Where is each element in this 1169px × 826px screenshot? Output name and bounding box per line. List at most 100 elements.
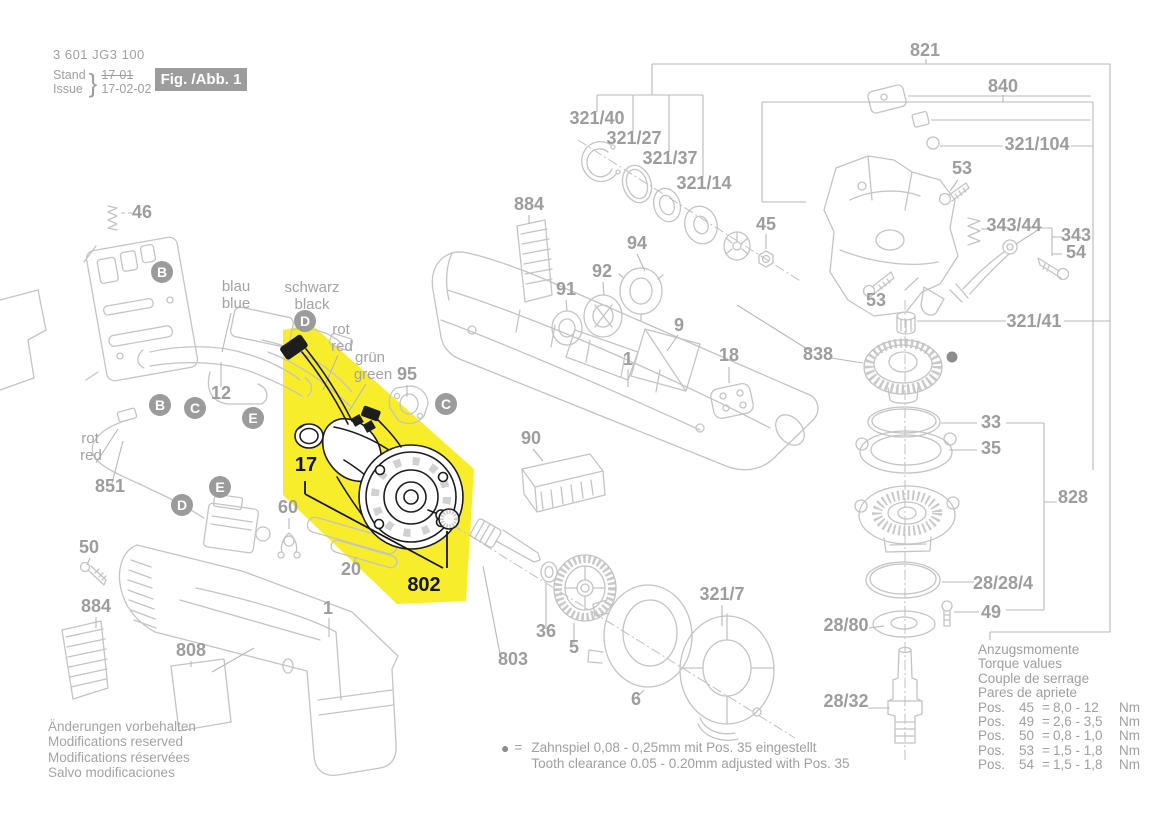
callout-letter-circle (435, 393, 457, 415)
motor-assembly-802 (280, 334, 464, 569)
part-number-label: 321/14 (676, 173, 731, 193)
part-number-label: 884 (81, 596, 111, 616)
torque-num: 49 (1018, 714, 1034, 730)
wire-color-label: grün (355, 349, 385, 366)
cover-6-guard-321-7 (587, 584, 775, 741)
cushion-18 (710, 383, 754, 419)
part-number-label: 49 (981, 602, 1001, 622)
label-plate-808 (170, 647, 255, 732)
document-header: 3 601 JG3 100 Stand Issue } 17-01 17-02-… (53, 47, 151, 96)
disclaimer-line: Modifications reserved (48, 734, 184, 750)
torque-val: 8,0 - 12 (1053, 699, 1099, 715)
small-parts-top-right (867, 84, 940, 150)
tooth-clearance-note: ● = Zahnspiel 0,08 - 0,25mm mit Pos. 35 … (501, 740, 850, 772)
callout-letter: E (248, 410, 257, 426)
torque-unit: Nm (1119, 699, 1140, 715)
part-number-label: 884 (514, 194, 544, 214)
callout-letter: E (215, 479, 224, 495)
part-number-label: 33 (981, 412, 1001, 432)
gear-head-housing (823, 155, 959, 317)
bushing-321-41 (896, 286, 945, 335)
part-number-label: 95 (397, 364, 417, 384)
equals-sign: = (514, 740, 523, 755)
tooth-clearance-dot (946, 351, 958, 363)
part-number-label: 321/7 (699, 584, 744, 604)
diagram-line-art (0, 84, 1070, 776)
crown-gear-838 (863, 338, 943, 404)
torque-num: 45 (1018, 699, 1034, 715)
callout-leader-lines (86, 59, 1111, 709)
part-number-label: 840 (988, 76, 1018, 96)
part-number-label: 321/37 (642, 148, 697, 168)
part-number-label: 35 (981, 438, 1001, 458)
wire-color-label: rot (332, 321, 350, 338)
part-number-label: 90 (521, 428, 541, 448)
screw-50 (79, 561, 107, 586)
wire-color-labels: blaublueschwarzblackrotredgrüngreenrotre… (80, 278, 392, 464)
part-number-label: 53 (952, 158, 972, 178)
torque-num: 54 (1018, 757, 1034, 773)
part-number-label: 1 (623, 349, 633, 369)
tooth-clearance-de: Zahnspiel 0,08 - 0,25mm mit Pos. 35 eing… (531, 740, 817, 755)
torque-unit: Nm (1119, 742, 1140, 758)
disclaimer-line: Änderungen vorbehalten (48, 719, 196, 734)
part-number-label: 838 (803, 344, 833, 364)
part-number-label: 92 (592, 261, 612, 281)
torque-val: 0,8 - 1,0 (1053, 728, 1103, 744)
part-number-label: 821 (910, 40, 940, 60)
disclaimer-line: Modifications réservées (48, 749, 190, 765)
wire-color-label: red (80, 447, 102, 464)
part-number-label: 5 (569, 637, 579, 657)
part-number-label: 802 (407, 574, 440, 596)
part-number-label: 1 (323, 598, 333, 618)
tooth-clearance-en: Tooth clearance 0.05 - 0.20mm adjusted w… (531, 756, 850, 771)
wire-color-label: rot (81, 430, 99, 447)
part-number-label: 28/28/4 (973, 573, 1033, 593)
stand-label: Stand (53, 68, 86, 82)
electronics-plate (83, 205, 199, 382)
wire-color-label: black (294, 296, 330, 313)
torque-title: Anzugsmomente (978, 642, 1080, 657)
part-number-label: 91 (556, 279, 576, 299)
part-number-label: 851 (95, 476, 125, 496)
module-e (203, 493, 271, 554)
part-number-label: 321/27 (606, 128, 661, 148)
torque-eq: = (1042, 757, 1050, 773)
wire-color-label: red (331, 338, 353, 355)
callout-letter: C (441, 396, 451, 412)
torque-pos: Pos. (978, 757, 1006, 773)
figure-badge: Fig. /Abb. 1 (155, 68, 247, 91)
reference-dot: ● (501, 740, 510, 756)
part-number-label: 9 (674, 315, 684, 335)
spindle-bearing-stack (854, 406, 960, 744)
wire-color-label: schwarz (284, 279, 339, 296)
part-number-label: 321/104 (1004, 134, 1069, 154)
torque-title: Torque values (978, 656, 1063, 672)
torque-unit: Nm (1119, 757, 1140, 773)
torque-pos: Pos. (978, 714, 1006, 730)
torque-val: 1,5 - 1,8 (1053, 757, 1103, 773)
part-number-label: 45 (756, 214, 776, 234)
part-number-label: 50 (79, 537, 99, 557)
disclaimer-line: Salvo modificaciones (48, 764, 175, 780)
part-number-label: 17 (295, 454, 317, 476)
bearing-stack (581, 140, 774, 268)
callout-letter-circle (294, 310, 316, 332)
old-revision-date: 17-01 (101, 68, 134, 82)
torque-unit: Nm (1119, 728, 1140, 744)
vent-grille-884-top (516, 219, 553, 303)
part-number-label: 343/44 (986, 215, 1041, 235)
part-number-label: 36 (536, 621, 556, 641)
lever-20 (306, 516, 398, 569)
part-number-label: 94 (627, 233, 647, 253)
part-number-label: 321/41 (1006, 311, 1061, 331)
label-plate-9 (630, 328, 701, 392)
callout-letter-circle (151, 261, 173, 283)
revision-date: 17-02-02 (101, 81, 152, 96)
